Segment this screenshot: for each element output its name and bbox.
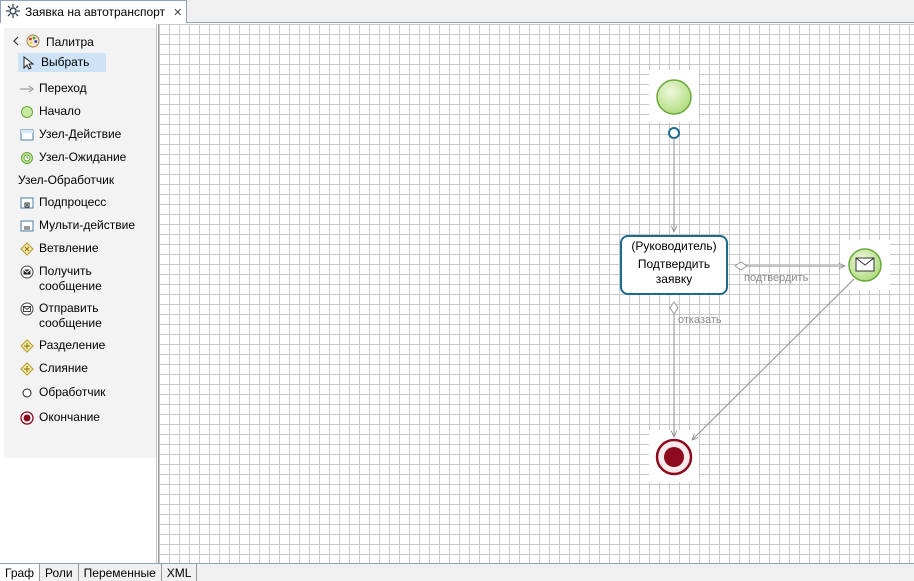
palette-item-select[interactable]: Выбрать <box>18 53 107 72</box>
palette-panel: Палитра Выбрать Переход Начало Узел-Дейс… <box>0 24 157 563</box>
start-event[interactable] <box>656 79 692 115</box>
approve-label[interactable]: подтвердить <box>744 272 809 284</box>
task-node[interactable]: (Руководитель) Подтвердить заявку <box>620 235 728 295</box>
envelope-flap <box>855 257 875 266</box>
end-event-core <box>664 447 684 467</box>
process-icon <box>6 3 20 21</box>
palette-item-start[interactable]: Начало <box>20 104 81 119</box>
palette-item-action-node[interactable]: Узел-Действие <box>20 127 121 142</box>
palette-item-handler-node[interactable]: Узел-Обработчик <box>18 173 115 187</box>
palette-header[interactable]: Палитра <box>12 34 94 50</box>
editor-tab[interactable]: Заявка на автотранспорт ✕ <box>0 0 187 23</box>
tab-graph[interactable]: Граф <box>0 564 41 581</box>
palette-item-subprocess[interactable]: Подпроцесс <box>20 195 106 210</box>
connection-port[interactable] <box>668 127 680 139</box>
editor-tab-bar: Заявка на автотранспорт ✕ <box>0 0 914 23</box>
send-message-icon <box>20 302 34 316</box>
subprocess-icon <box>20 196 34 210</box>
reject-diamond <box>669 301 679 315</box>
palette-item-gateway[interactable]: Ветвление <box>20 241 99 256</box>
collapse-arrow-icon[interactable] <box>12 35 20 49</box>
palette-item-handler[interactable]: Обработчик <box>20 385 106 400</box>
palette-item-end[interactable]: Окончание <box>20 410 100 425</box>
bottom-tab-bar: Граф Роли Переменные XML <box>0 563 914 581</box>
start-event-icon <box>20 105 34 119</box>
join-icon <box>20 362 34 376</box>
palette-icon <box>26 34 40 51</box>
gateway-icon <box>20 242 34 256</box>
cursor-icon <box>22 56 36 70</box>
task-name-line2: заявку <box>655 272 693 286</box>
edge-message-end[interactable] <box>692 278 855 440</box>
palette-item-join[interactable]: Слияние <box>20 361 88 376</box>
reject-label[interactable]: отказать <box>678 314 722 326</box>
arrow-icon <box>20 82 34 96</box>
palette-item-fork[interactable]: Разделение <box>20 338 105 353</box>
diagram-svg <box>649 70 890 482</box>
task-icon <box>20 128 34 142</box>
timer-icon <box>20 151 34 165</box>
close-icon[interactable]: ✕ <box>173 6 183 19</box>
multi-task-icon <box>20 219 34 233</box>
task-role: (Руководитель) <box>631 239 717 253</box>
fork-icon <box>20 339 34 353</box>
palette-item-transition[interactable]: Переход <box>20 81 87 96</box>
tab-xml[interactable]: XML <box>161 564 198 581</box>
handler-icon <box>20 386 34 400</box>
palette-title: Палитра <box>46 35 94 49</box>
palette-list: Палитра <box>4 28 156 458</box>
tab-roles[interactable]: Роли <box>40 564 79 581</box>
palette-item-multi-action[interactable]: Мульти-действие <box>20 218 135 233</box>
approve-diamond <box>734 261 748 271</box>
tab-variables[interactable]: Переменные <box>78 564 162 581</box>
end-event-icon <box>20 411 34 425</box>
palette-item-wait-node[interactable]: Узел-Ожидание <box>20 150 126 165</box>
editor-tab-title: Заявка на автотранспорт <box>25 5 166 19</box>
diagram-canvas[interactable]: (Руководитель) Подтвердить заявку подтве… <box>158 24 914 563</box>
task-name-line1: Подтвердить <box>637 257 711 271</box>
receive-message-icon <box>20 265 34 279</box>
